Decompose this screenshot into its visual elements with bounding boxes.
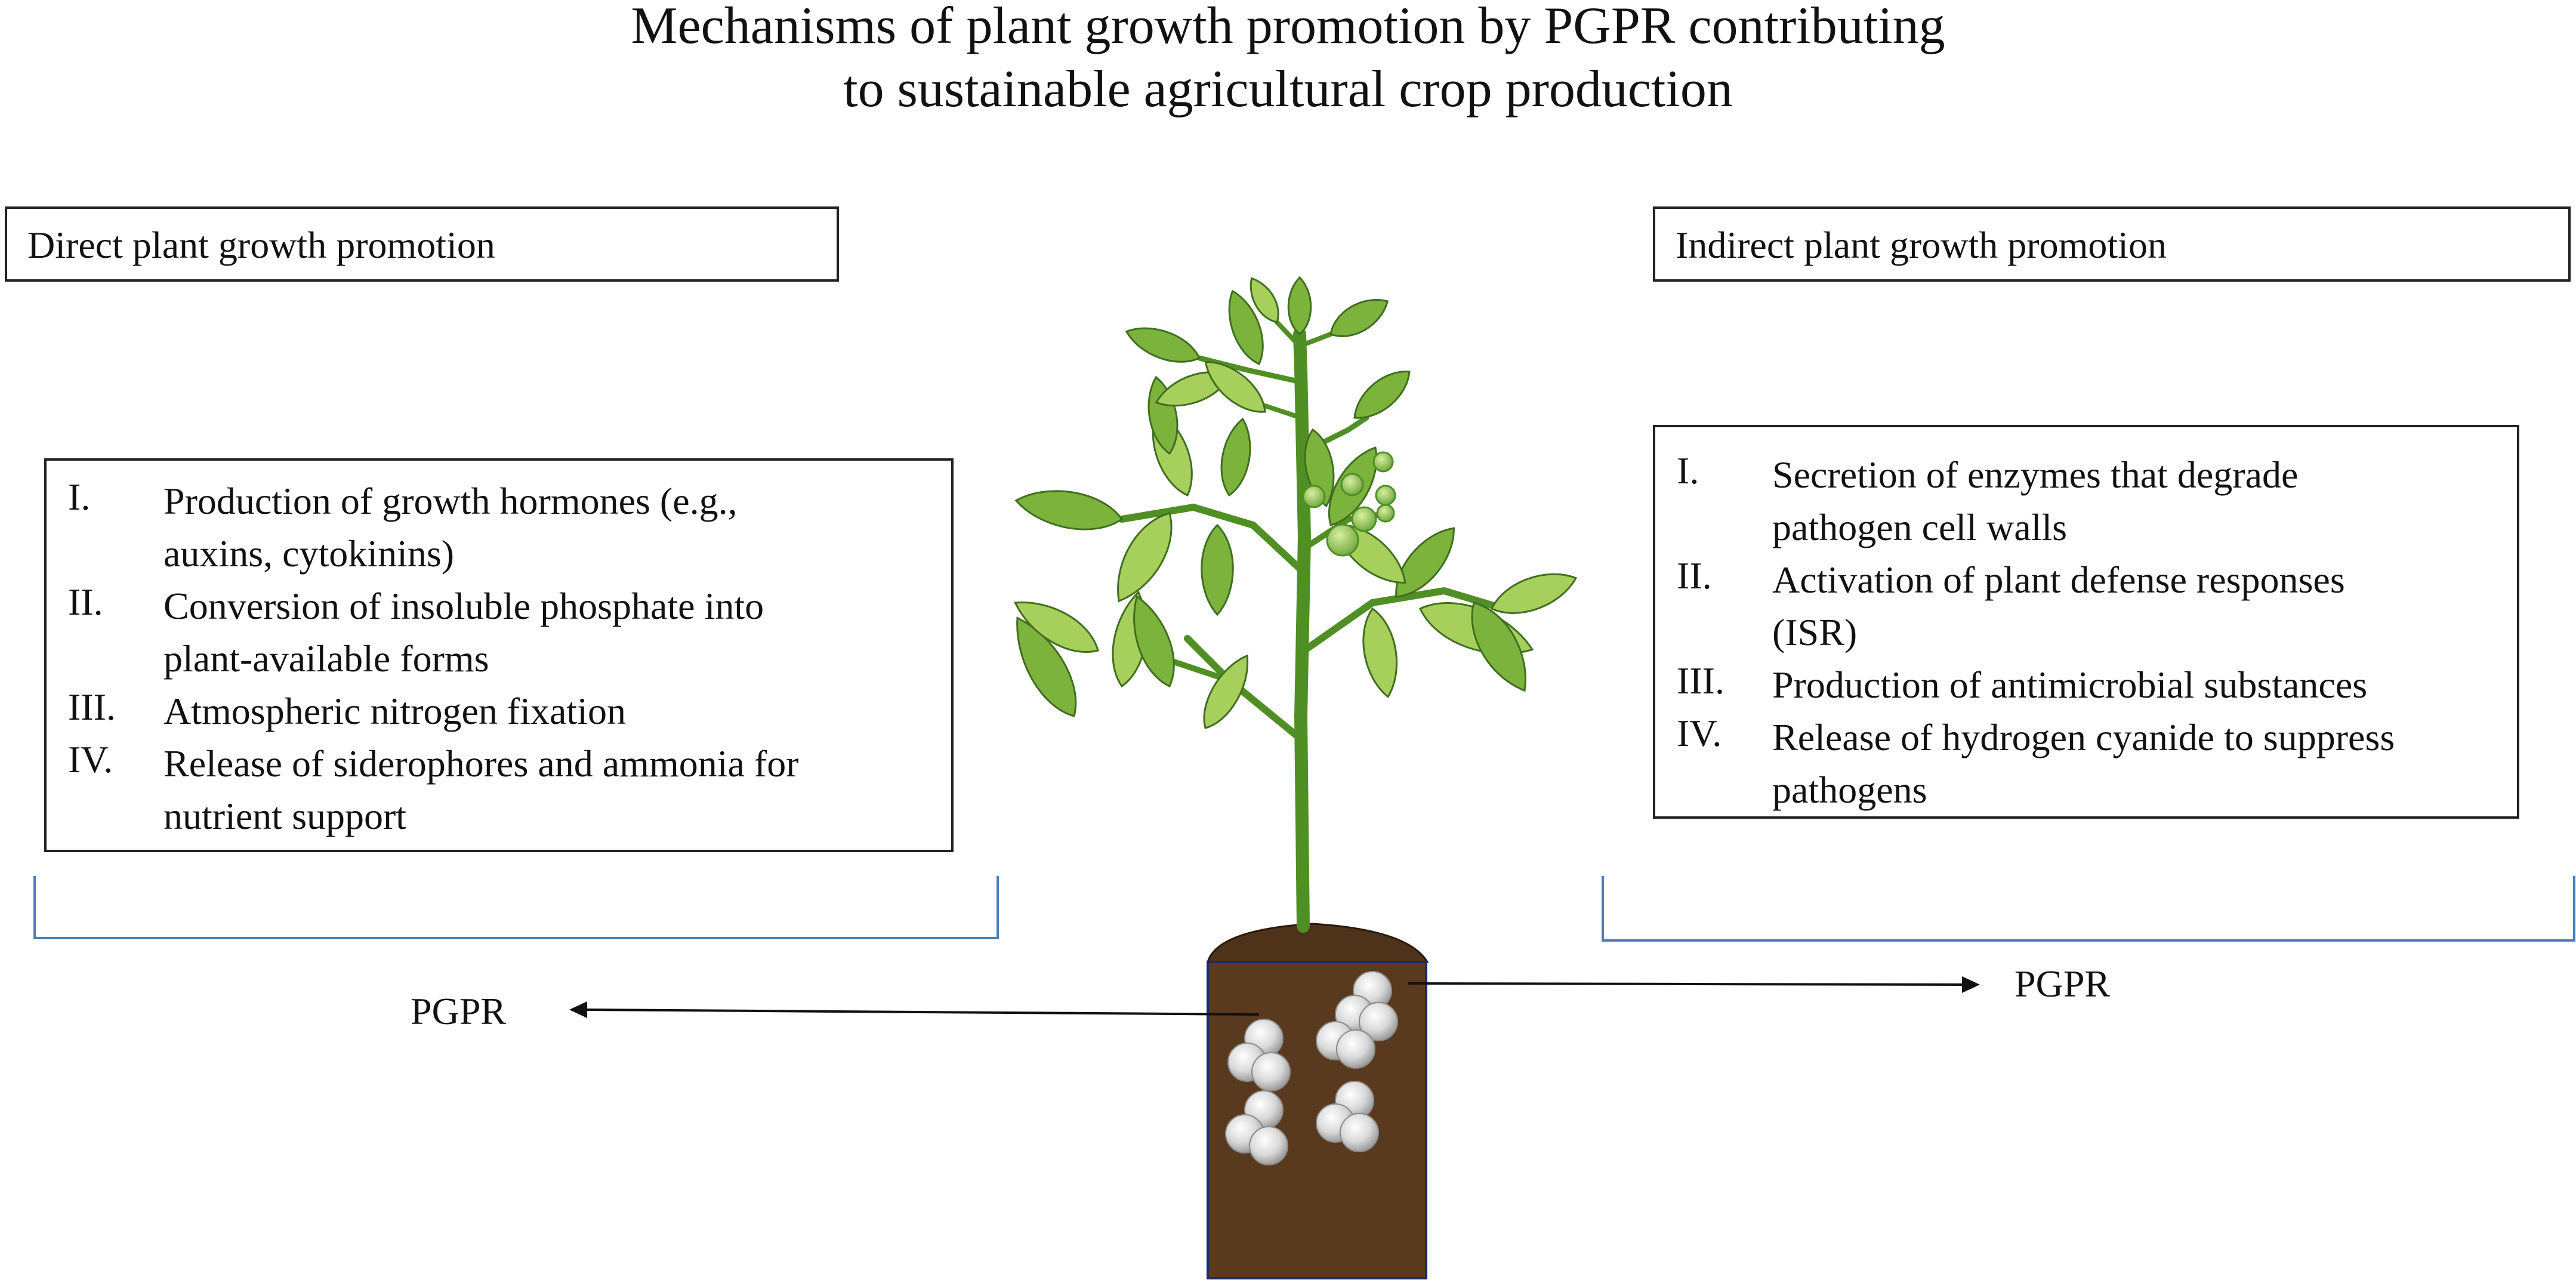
direct-item-4-num: IV. — [68, 738, 113, 781]
pgpr-arrows — [569, 976, 1980, 1018]
indirect-item-1-line1: Secretion of enzymes that degrade — [1772, 454, 2299, 496]
direct-item-4-line2: nutrient support — [163, 795, 407, 837]
plant-leaves — [1014, 276, 1578, 729]
indirect-item-4-line2: pathogens — [1772, 769, 1927, 811]
indirect-item-1-num: I. — [1677, 449, 1699, 492]
direct-item-1-line1: Production of growth hormones (e.g., — [163, 480, 738, 522]
direct-item-3-line1: Atmospheric nitrogen fixation — [163, 690, 626, 732]
indirect-heading-box: Indirect plant growth promotion — [1653, 206, 2571, 282]
indirect-item-2-num: II. — [1677, 554, 1712, 597]
indirect-item-3-num: III. — [1677, 659, 1724, 702]
direct-item-1-num: I. — [68, 476, 91, 518]
direct-item-4-line1: Release of siderophores and ammonia for — [163, 742, 799, 785]
direct-bracket — [33, 876, 999, 939]
indirect-item-2-line1: Activation of plant defense responses — [1772, 559, 2345, 601]
indirect-item-3-line1: Production of antimicrobial substances — [1772, 664, 2368, 706]
indirect-item-4-num: IV. — [1677, 712, 1722, 754]
plant-fruits — [1302, 451, 1396, 557]
direct-item-3-num: III. — [68, 686, 116, 728]
indirect-item-1-line2: pathogen cell walls — [1772, 506, 2068, 548]
direct-item-2-line1: Conversion of insoluble phosphate into — [163, 585, 764, 627]
direct-item-2-line2: plant-available forms — [163, 637, 489, 680]
indirect-bracket — [1602, 876, 2575, 942]
diagram-title-line1: Mechanisms of plant growth promotion by … — [631, 0, 1945, 55]
indirect-item-2-line2: (ISR) — [1772, 611, 1858, 653]
direct-heading: Direct plant growth promotion — [27, 224, 495, 266]
diagram-title-line2: to sustainable agricultural crop product… — [843, 60, 1733, 118]
indirect-list-box: I. Secretion of enzymes that degrade pat… — [1653, 425, 2519, 819]
pgpr-label-right: PGPR — [2014, 963, 2111, 1005]
indirect-heading: Indirect plant growth promotion — [1676, 224, 2167, 266]
direct-item-1-line2: auxins, cytokinins) — [163, 532, 455, 575]
indirect-item-4-line1: Release of hydrogen cyanide to suppress — [1772, 716, 2395, 758]
direct-item-2-num: II. — [68, 581, 103, 623]
plant-stem — [1118, 320, 1507, 933]
pgpr-bacteria — [1225, 971, 1398, 1165]
soil-pot — [1206, 923, 1429, 1279]
pgpr-label-left: PGPR — [411, 990, 507, 1032]
direct-list-box: I. Production of growth hormones (e.g., … — [44, 458, 954, 852]
direct-heading-box: Direct plant growth promotion — [5, 206, 839, 282]
